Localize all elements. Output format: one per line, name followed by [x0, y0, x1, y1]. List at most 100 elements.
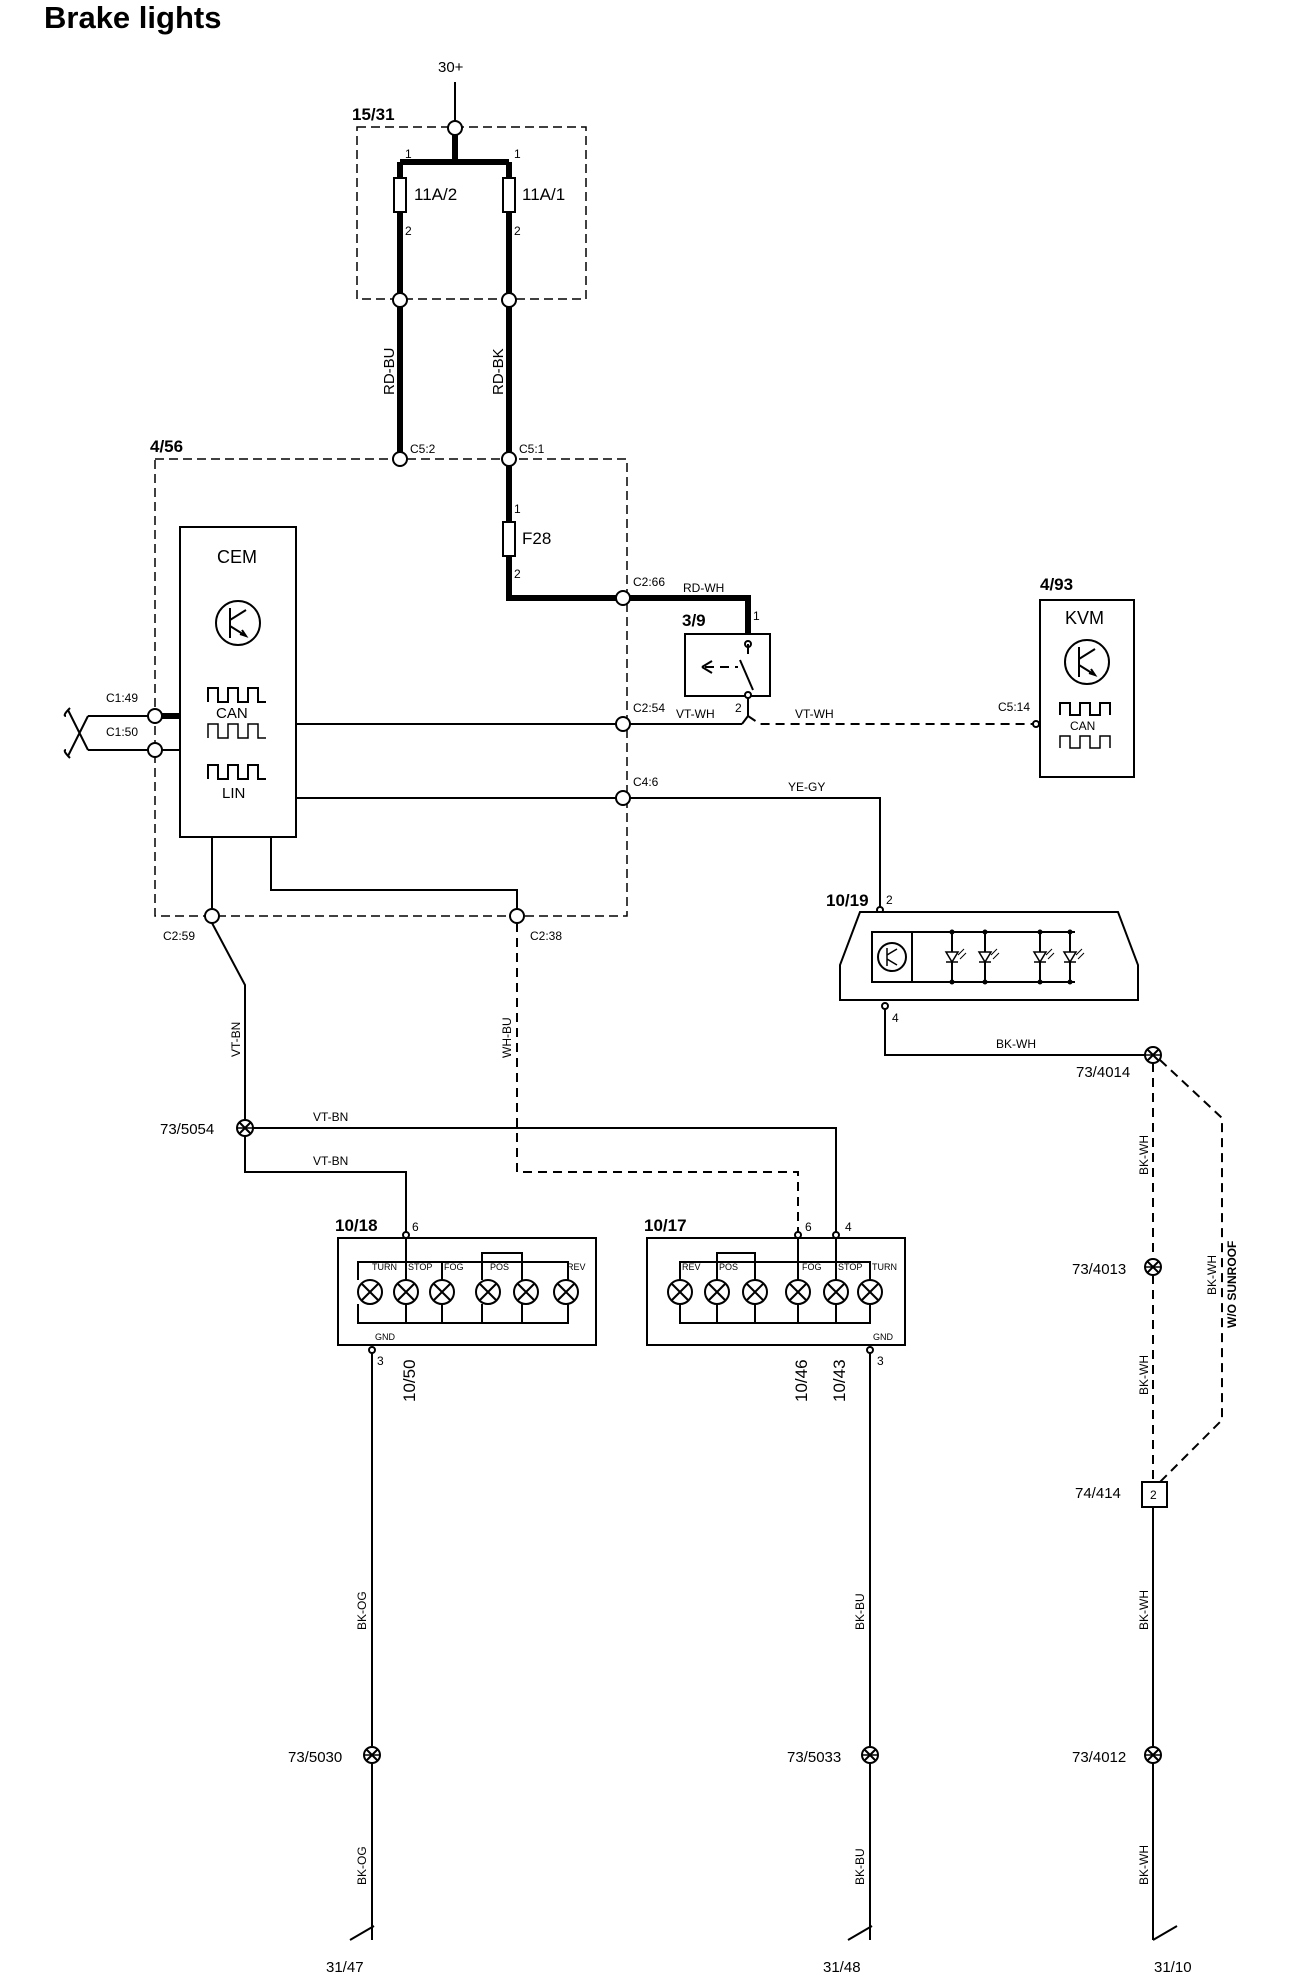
wire-rd-bu: RD-BU	[381, 348, 398, 396]
fuse-box-15-31: 15/31 11A/2 11A/1 1 1 2 2	[352, 105, 587, 308]
svg-text:STOP: STOP	[838, 1262, 862, 1272]
svg-text:C1:49: C1:49	[106, 691, 138, 705]
fuse-f28	[502, 521, 516, 557]
wire-ye-gy: YE-GY	[788, 780, 825, 794]
supply-label: 30+	[438, 59, 464, 76]
wire-wh-bu: WH-BU	[500, 1017, 514, 1058]
switch-label: 3/9	[682, 611, 706, 630]
svg-text:FOG: FOG	[444, 1262, 464, 1272]
svg-text:2: 2	[735, 701, 742, 715]
rear-right-label: 10/17	[644, 1216, 687, 1235]
svg-text:C5:1: C5:1	[519, 442, 545, 456]
bulb-10-50: 10/50	[400, 1359, 419, 1402]
svg-text:VT-BN: VT-BN	[313, 1110, 348, 1124]
svg-text:3: 3	[877, 1354, 884, 1368]
svg-text:TURN: TURN	[872, 1262, 897, 1272]
svg-text:BK-BU: BK-BU	[853, 1848, 867, 1885]
fuse-box-label: 15/31	[352, 105, 395, 124]
brake-switch-3-9: RD-WH 3/9 1 2 VT-WH VT-WH C5:14	[630, 581, 1040, 728]
svg-text:2: 2	[886, 893, 893, 907]
svg-text:BK-WH: BK-WH	[1205, 1255, 1219, 1295]
svg-text:C2:54: C2:54	[633, 701, 665, 715]
svg-text:VT-BN: VT-BN	[313, 1154, 348, 1168]
svg-text:6: 6	[805, 1220, 812, 1234]
wire-bk-bu: BK-BU	[853, 1593, 867, 1630]
ground-31-47: 31/47	[326, 1959, 364, 1976]
wire-vt-wh: VT-WH	[676, 707, 715, 721]
svg-text:GND: GND	[375, 1332, 396, 1342]
ground-31-48: 31/48	[823, 1959, 861, 1976]
fuse-11a-1-label: 11A/1	[522, 185, 565, 204]
cem-box-label: 4/56	[150, 437, 183, 456]
svg-text:GND: GND	[873, 1332, 894, 1342]
splice-4013: 73/4013	[1072, 1261, 1126, 1278]
svg-text:POS: POS	[490, 1262, 509, 1272]
splice-5030: 73/5030	[288, 1749, 342, 1766]
svg-text:3: 3	[377, 1354, 384, 1368]
svg-text:LIN: LIN	[222, 785, 245, 802]
fuse-f28-label: F28	[522, 529, 551, 548]
no-sunroof-note: W/O SUNROOF	[1225, 1241, 1239, 1328]
svg-text:C1:50: C1:50	[106, 725, 138, 739]
high-stop-label: 10/19	[826, 891, 869, 910]
svg-text:C2:66: C2:66	[633, 575, 665, 589]
svg-text:CAN: CAN	[1070, 719, 1095, 733]
svg-text:C2:38: C2:38	[530, 929, 562, 943]
fuse-11a-2-label: 11A/2	[414, 185, 457, 204]
svg-text:C5:14: C5:14	[998, 700, 1030, 714]
bulb-10-43: 10/43	[830, 1359, 849, 1402]
svg-text:4: 4	[892, 1011, 899, 1025]
svg-text:BK-WH: BK-WH	[1137, 1355, 1151, 1395]
cem-label: CEM	[217, 547, 257, 567]
svg-text:1: 1	[514, 502, 521, 516]
svg-text:2: 2	[1150, 1488, 1157, 1502]
splice-5054: 73/5054	[160, 1121, 214, 1138]
wire-vt-bn: VT-BN	[229, 1022, 243, 1057]
svg-text:1: 1	[753, 609, 760, 623]
kvm-module-4-93: 4/93 KVM CAN	[1039, 575, 1135, 778]
svg-text:1: 1	[405, 147, 412, 161]
svg-text:2: 2	[514, 567, 521, 581]
kvm-can-icon	[1059, 702, 1111, 716]
kvm-transistor-icon	[1064, 639, 1110, 685]
svg-text:VT-WH: VT-WH	[795, 707, 834, 721]
lin-signal-icon	[207, 764, 266, 780]
fuse-11a-2	[393, 177, 407, 213]
svg-text:REV: REV	[682, 1262, 701, 1272]
svg-text:2: 2	[405, 224, 412, 238]
svg-text:POS: POS	[719, 1262, 738, 1272]
svg-text:STOP: STOP	[408, 1262, 432, 1272]
supply-node	[447, 120, 463, 136]
svg-text:REV: REV	[567, 1262, 586, 1272]
svg-text:2: 2	[514, 224, 521, 238]
wire-bk-og: BK-OG	[355, 1591, 369, 1630]
splice-414: 74/414	[1075, 1485, 1121, 1502]
splice-4012: 73/4012	[1072, 1749, 1126, 1766]
svg-text:1: 1	[514, 147, 521, 161]
kvm-label: KVM	[1065, 608, 1104, 628]
rear-lamp-10-18: 10/18 6 TURN STOP FOG POS REV GND 3 10/5…	[288, 1216, 597, 1976]
supply-30: 30+	[438, 59, 464, 128]
wire-rd-wh: RD-WH	[683, 581, 724, 595]
svg-text:BK-WH: BK-WH	[1137, 1845, 1151, 1885]
svg-text:C2:59: C2:59	[163, 929, 195, 943]
svg-text:C5:2: C5:2	[410, 442, 436, 456]
high-stop-lamp-10-19: YE-GY 10/19 2 4 BK-WH	[630, 780, 1146, 1056]
svg-text:6: 6	[412, 1220, 419, 1234]
rear-left-label: 10/18	[335, 1216, 378, 1235]
rear-lamp-10-17: 10/17 6 4 REV POS FOG STOP TURN GND 3 10…	[644, 1216, 906, 1976]
can-signal-icon	[207, 687, 266, 703]
svg-text:CAN: CAN	[216, 705, 248, 722]
stop-signal-wires: VT-BN 73/5054 VT-BN VT-BN WH-BU	[160, 922, 837, 1232]
svg-text:C4:6: C4:6	[633, 775, 659, 789]
right-ground-chain: 73/4014 73/4013 BK-WH BK-WH BK-WH W/O SU…	[1072, 1046, 1239, 1976]
wire-rd-bk: RD-BK	[490, 348, 507, 395]
ground-31-10: 31/10	[1154, 1959, 1192, 1976]
fuse-11a-1	[502, 177, 516, 213]
kvm-box-label: 4/93	[1040, 575, 1073, 594]
svg-text:4: 4	[845, 1220, 852, 1234]
svg-text:BK-WH: BK-WH	[1137, 1135, 1151, 1175]
wire-bk-wh-top: BK-WH	[996, 1037, 1036, 1051]
splice-4014: 73/4014	[1076, 1064, 1130, 1081]
svg-text:TURN: TURN	[372, 1262, 397, 1272]
